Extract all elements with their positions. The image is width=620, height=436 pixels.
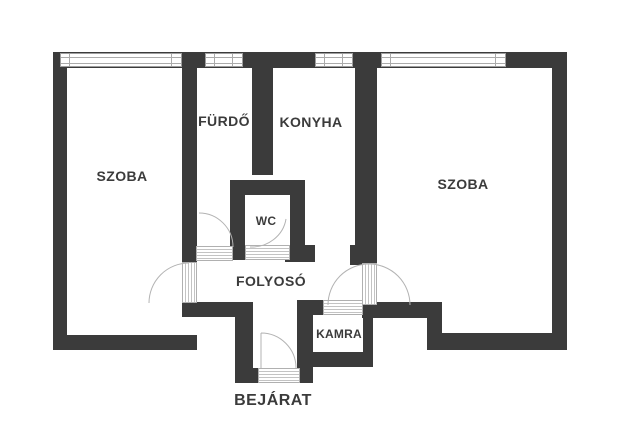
- room-label-szoba-left: SZOBA: [96, 168, 148, 184]
- wall-konyha-szoba-divider: [355, 52, 377, 245]
- wall-vestibule-west: [235, 302, 253, 383]
- room-label-furdo: FÜRDŐ: [198, 113, 250, 129]
- room-label-kamra: KAMRA: [316, 327, 362, 341]
- window-szoba-right: [381, 53, 506, 67]
- door-leaf-szoba-left: [182, 262, 197, 303]
- wall-wc-north: [230, 180, 305, 195]
- wall-kamra-east: [363, 300, 373, 367]
- room-label-wc: WC: [255, 214, 277, 228]
- window-konyha: [315, 53, 353, 67]
- wall-furdo-konyha-divider: [252, 60, 273, 175]
- wall-bottom-left: [53, 335, 197, 350]
- wall-szoba-left-east: [182, 52, 197, 262]
- door-threshold-kamra: [323, 300, 363, 315]
- wall-divider-foot: [350, 245, 377, 265]
- door-threshold-bejarat: [258, 368, 300, 383]
- wall-wc-east: [290, 180, 305, 260]
- door-leaf-szoba-right: [362, 263, 377, 305]
- wall-kamra-south: [313, 352, 373, 367]
- wall-corridor-north-mid: [285, 245, 315, 262]
- door-threshold-furdo: [196, 246, 233, 261]
- room-label-szoba-right: SZOBA: [437, 176, 489, 192]
- wall-szoba-right-south-upper: [362, 302, 442, 318]
- wall-vestibule-east: [297, 300, 313, 383]
- door-threshold-wc: [245, 245, 290, 260]
- window-furdo: [205, 53, 243, 67]
- wall-wc-west: [230, 180, 245, 260]
- wall-szoba-right-south-lower: [427, 333, 567, 350]
- wall-kamra-west-jamb: [313, 300, 323, 315]
- wall-left: [53, 52, 67, 350]
- room-label-folyoso: FOLYOSÓ: [236, 273, 306, 289]
- room-label-bejarat: BEJÁRAT: [234, 392, 312, 409]
- door-arc-bejarat: [260, 332, 297, 369]
- wall-right: [552, 52, 567, 350]
- door-arc-furdo: [198, 212, 234, 248]
- window-szoba-left: [60, 53, 182, 67]
- room-label-konyha: KONYHA: [279, 114, 343, 130]
